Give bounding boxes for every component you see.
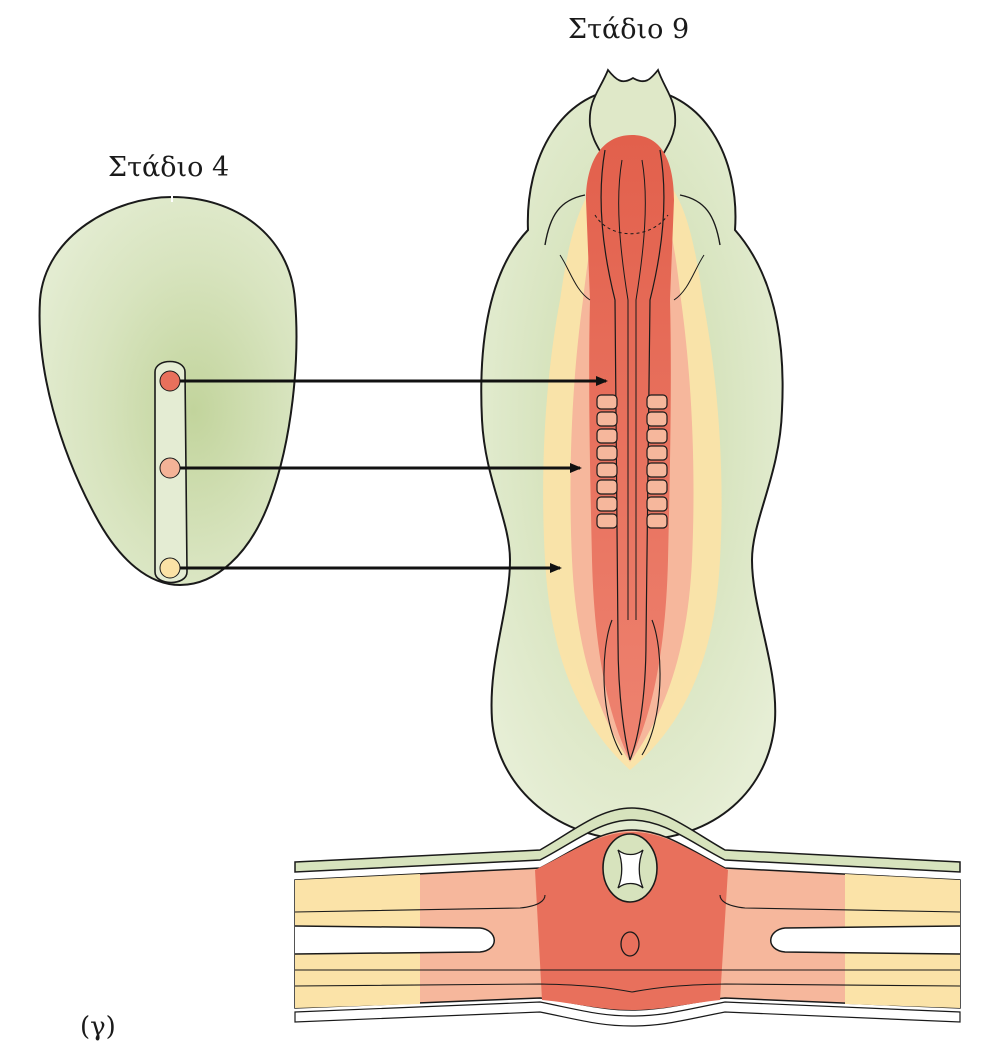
somites-right — [646, 394, 668, 529]
fate-point-somite — [159, 457, 181, 479]
cross-section — [294, 807, 961, 1027]
panel-label: (γ) — [80, 1012, 116, 1042]
stage4-embryo — [38, 195, 298, 587]
fate-arrows — [180, 376, 608, 573]
neural-canal — [617, 849, 644, 889]
somites-left — [596, 394, 618, 529]
stage9-embryo — [480, 68, 784, 842]
fate-point-notochord — [159, 370, 181, 392]
coelom-right — [770, 925, 961, 955]
ectoderm-layer — [294, 807, 961, 873]
coelom-left — [294, 925, 495, 955]
stage9-title: Στάδιο 9 — [568, 14, 690, 45]
fate-point-lateral — [159, 557, 181, 579]
notochord — [620, 931, 640, 957]
head-fold — [588, 68, 677, 161]
stage4-title: Στάδιο 4 — [108, 152, 230, 183]
somite-block — [535, 832, 728, 1010]
